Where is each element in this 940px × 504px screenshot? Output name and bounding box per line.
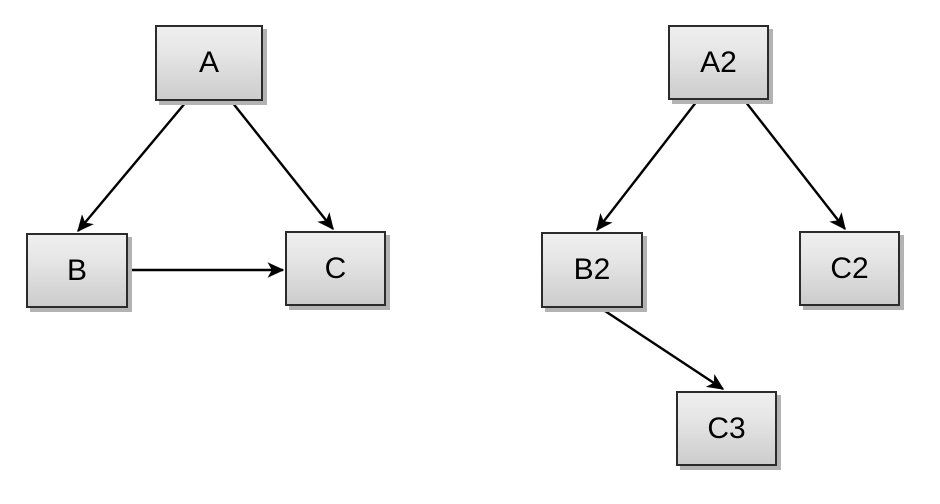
node-label-a2: A2 [700,45,737,79]
edge-a-to-b [77,101,187,233]
node-label-c: C [324,251,347,285]
node-c2[interactable]: C2 [799,231,900,306]
edge-a2-to-b2 [596,100,698,232]
node-label-c2: C2 [830,251,869,285]
node-label-a: A [198,46,219,79]
node-b2[interactable]: B2 [541,232,643,308]
node-c[interactable]: C [285,231,386,306]
node-a[interactable]: A [155,25,263,101]
edge-b2-to-c3 [601,307,725,391]
edge-a-to-c [231,101,334,231]
node-label-b: B [66,253,87,287]
node-a2[interactable]: A2 [668,25,769,100]
node-label-c3: C3 [707,411,746,445]
node-c3[interactable]: C3 [676,391,777,466]
edge-a2-to-c2 [744,100,846,231]
node-label-b2: B2 [573,253,611,286]
node-b[interactable]: B [26,233,128,308]
